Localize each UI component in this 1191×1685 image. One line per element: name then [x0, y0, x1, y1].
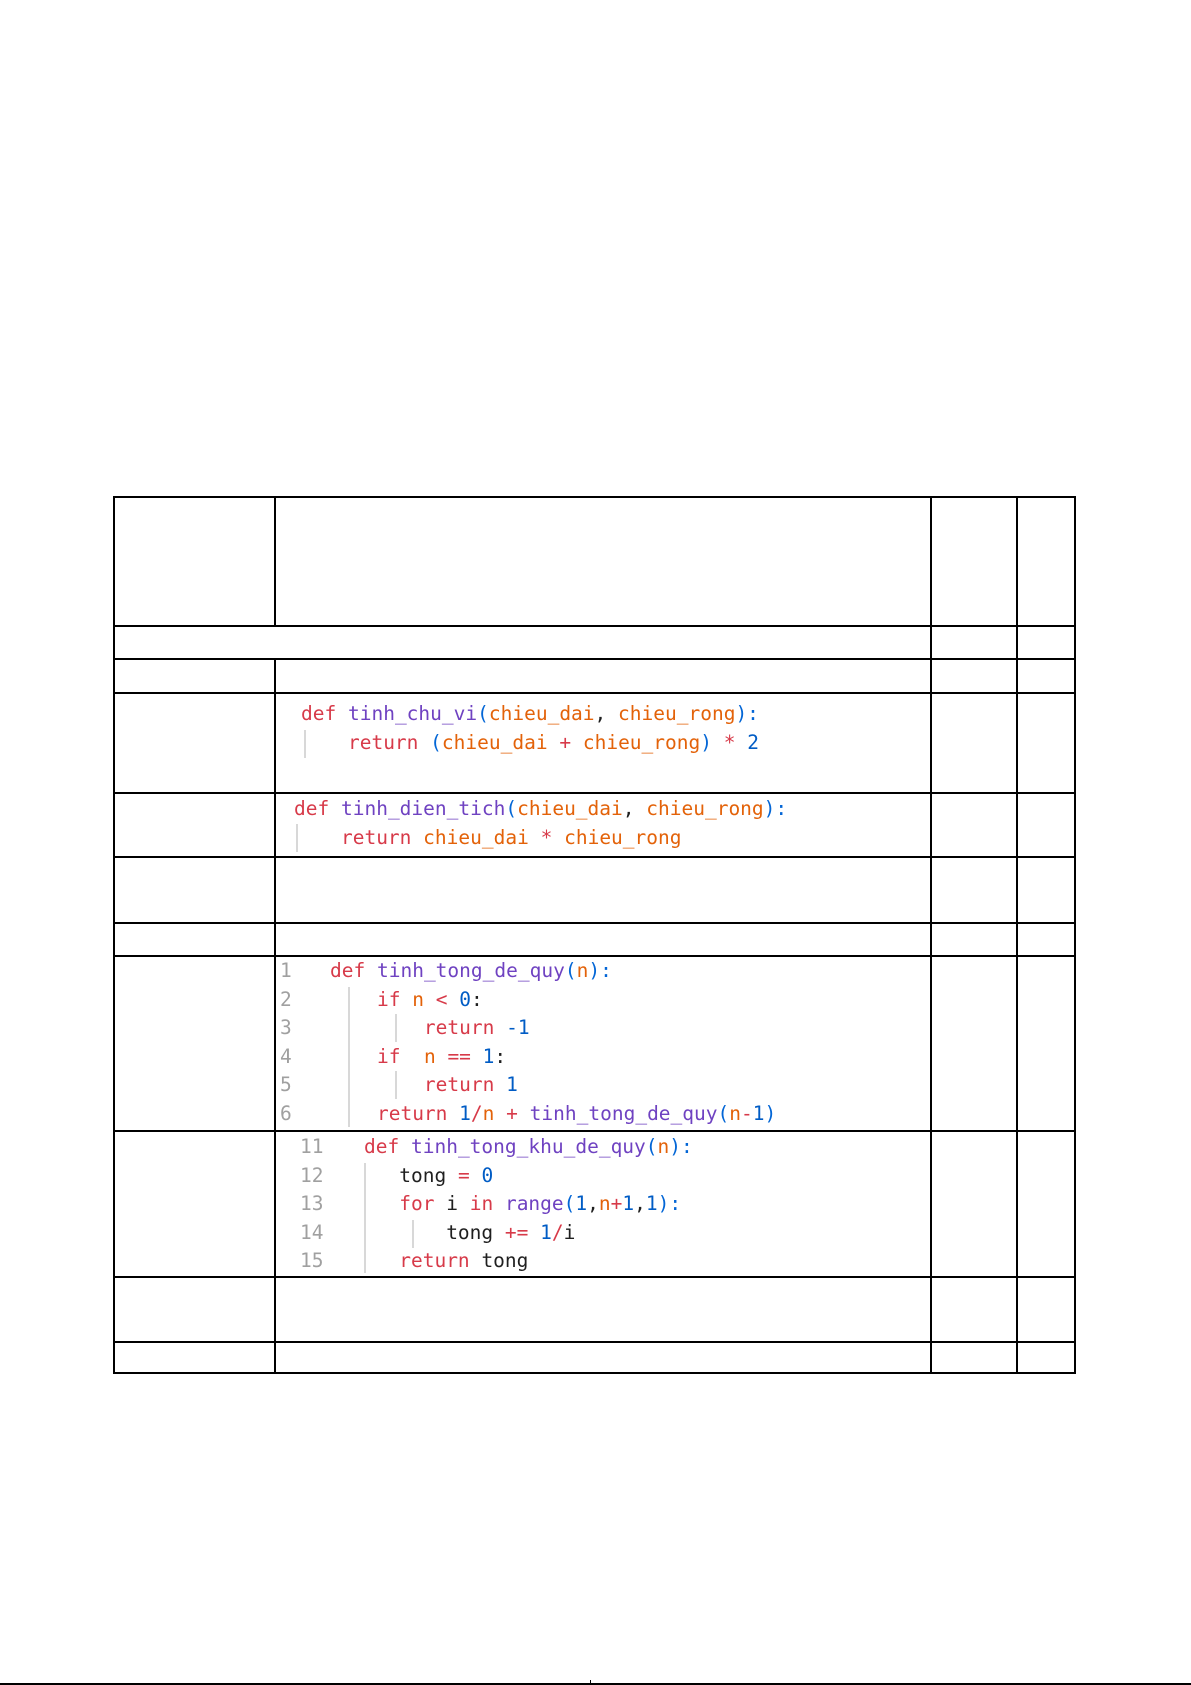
table-row-divider [113, 922, 1076, 924]
code-line: 15 return tong [300, 1249, 529, 1272]
table-row-divider [113, 856, 1076, 858]
table-row-divider [113, 625, 1076, 627]
table-row-divider [113, 1341, 1076, 1343]
table-row-divider [113, 692, 1076, 694]
code-tinh-dien-tich: def tinh_dien_tich(chieu_dai, chieu_rong… [294, 795, 787, 852]
indent-guide [395, 1071, 397, 1099]
indent-guide [412, 1220, 414, 1248]
indent-guide [296, 824, 298, 852]
code-line: def tinh_dien_tich(chieu_dai, chieu_rong… [294, 797, 788, 820]
page-footer-tick [590, 1680, 591, 1685]
table-col-divider [930, 496, 932, 1374]
answer-table [113, 496, 1076, 1374]
table-border-top [113, 496, 1076, 498]
code-line: 12 tong = 0 [300, 1163, 494, 1187]
code-tinh-chu-vi: def tinh_chu_vi(chieu_dai, chieu_rong): … [301, 700, 759, 757]
table-row-divider [113, 792, 1076, 794]
table-row-divider [113, 955, 1076, 957]
code-line: 2 if n < 0: [280, 987, 483, 1011]
table-col-divider [1016, 496, 1018, 1374]
table-col-divider [274, 658, 276, 1374]
table-col-divider [274, 496, 276, 625]
code-line: 5 return 1 [280, 1073, 518, 1096]
code-line: return chieu_dai * chieu_rong [340, 825, 682, 849]
table-row-divider [113, 1130, 1076, 1132]
indent-guide [364, 1163, 366, 1273]
table-border-right [1074, 496, 1076, 1374]
page-footer-line [0, 1683, 1191, 1685]
table-border-left [113, 496, 115, 1374]
indent-guide [395, 1014, 397, 1042]
table-border-bottom [113, 1372, 1076, 1374]
code-line: 4 if n == 1: [280, 1044, 507, 1068]
code-line: 14 tong += 1/i [300, 1220, 576, 1244]
indent-guide [304, 730, 306, 758]
code-line: return (chieu_dai + chieu_rong) * 2 [347, 730, 759, 754]
code-line: 6 return 1/n + tinh_tong_de_quy(n-1) [280, 1101, 777, 1125]
table-row-divider [113, 1276, 1076, 1278]
code-line: 13 for i in range(1,n+1,1): [300, 1192, 682, 1215]
code-line: def tinh_chu_vi(chieu_dai, chieu_rong): [301, 702, 759, 725]
table-row-divider [113, 658, 1076, 660]
code-line: 3 return -1 [280, 1016, 530, 1039]
indent-guide [348, 987, 350, 1127]
